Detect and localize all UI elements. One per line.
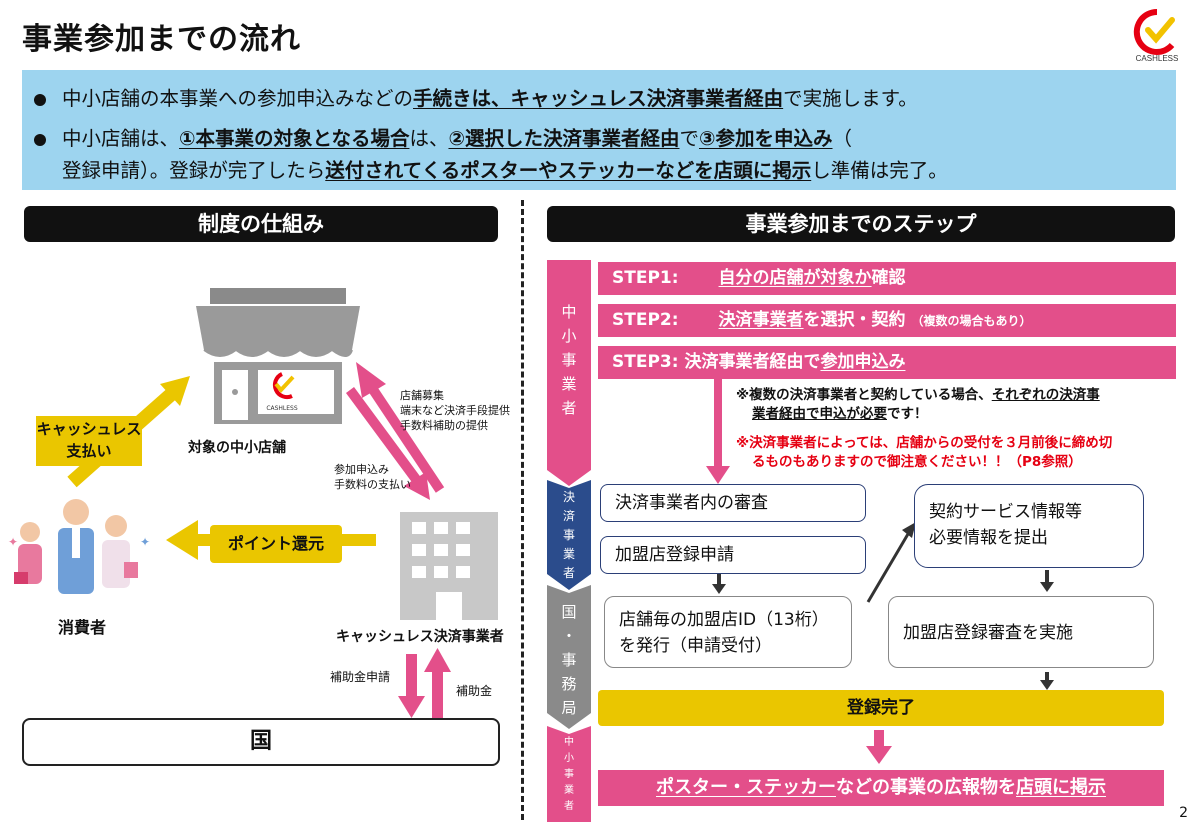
lane-office-shape [547, 585, 591, 729]
step2-emph: 決済事業者 [718, 310, 804, 330]
intro-text: し準備は完了。 [811, 159, 948, 182]
consumer-label: 消費者 [58, 618, 107, 637]
country-box: 国 [22, 718, 500, 766]
store-apply-box: 加盟店登録申請 [600, 536, 866, 574]
step2-label: STEP2: [612, 310, 679, 330]
exam-down-arrow-icon [1040, 672, 1054, 690]
cashless-pay-label: キャッシュレス 支払い [36, 416, 142, 466]
mechanism-diagram: CASHLESS ✦ ✦ [8, 288, 498, 718]
lane-sme2-label: 中 小 事 業 者 [564, 737, 574, 812]
final-bar: ポスター・ステッカーなどの事業の広報物を店頭に掲示 [598, 770, 1164, 806]
intro-emph: ①本事業の対象となる場合 [179, 127, 410, 150]
step2-rest: を選択・契約 [803, 310, 906, 330]
recruit-arrow-icon [356, 362, 445, 493]
exam-box: 加盟店登録審査を実施 [888, 596, 1154, 668]
intro-emph: 手続きは、キャッシュレス決済事業者経由 [413, 87, 784, 110]
apply-text: 参加申込み 手数料の支払い [334, 463, 411, 491]
right-section-header: 事業参加までのステップ [547, 206, 1175, 242]
subsidy-arrow-icon [424, 648, 451, 718]
subsidy-request-arrow-icon [398, 654, 425, 718]
review-box: 決済事業者内の審査 [600, 484, 866, 522]
intro-line-2: 中小店舗は、①本事業の対象となる場合は、②選択した決済事業者経由で③参加を申込み… [62, 124, 852, 154]
intro-text: 中小店舗の本事業への参加申込みなどの [62, 87, 414, 110]
note1-end: です！ [887, 406, 928, 422]
point-return-label: ポイント還元 [210, 525, 342, 563]
shop-icon [196, 288, 360, 424]
lane-provider-label: 決 済 事 業 者 [562, 490, 575, 580]
final-emph1: ポスター・ステッカー [656, 777, 836, 798]
intro-text: 中小店舗は、 [62, 127, 180, 150]
lane-provider-shape [547, 480, 591, 590]
step1-emph: 自分の店舗が対象か [718, 268, 872, 288]
final-emph2: 店頭に掲示 [1016, 777, 1106, 798]
apply-down-arrow-icon [712, 573, 726, 594]
lane-sme2-shape [547, 726, 591, 822]
intro-line-3: 登録申請）。登録が完了したら送付されてくるポスターやステッカーなどを店頭に掲示し… [62, 156, 948, 186]
note1-emph: それぞれの決済事 [991, 387, 1100, 403]
note1-emph2: 業者経由で申込が必要 [752, 406, 887, 422]
lane-office-label: 国 ・ 事 務 局 [561, 603, 577, 717]
contract-info-box: 契約サービス情報等 必要情報を提出 [914, 484, 1144, 568]
lane-sme-label: 中 小 事 業 者 [561, 303, 577, 417]
recruit-text: 店舗募集 端末など決済手段提供 手数料補助の提供 [400, 389, 510, 432]
step3-bar: STEP3: 決済事業者経由で参加申込み [598, 346, 1176, 379]
step3-emph: 参加申込み [820, 352, 906, 372]
cashless-logo-icon: CASHLESS [1133, 8, 1179, 63]
intro-emph: ②選択した決済事業者経由 [448, 127, 680, 150]
step1-rest: 確認 [871, 268, 906, 288]
step2-bar: STEP2: 決済事業者を選択・契約 （複数の場合もあり） [598, 304, 1176, 337]
flow-arrows [706, 378, 1054, 764]
final-mid: などの事業の広報物を [836, 777, 1016, 798]
intro-emph: 送付されてくるポスターやステッカーなどを店頭に掲示 [325, 159, 812, 182]
section-divider [521, 200, 524, 820]
lane-sme-shape [547, 260, 591, 486]
shop-cashless-logo-icon: CASHLESS [266, 372, 298, 412]
step1-label: STEP1: [612, 268, 679, 288]
logo-text: CASHLESS [1136, 54, 1179, 63]
svg-text:✦: ✦ [8, 535, 18, 549]
intro-text: で [679, 127, 699, 150]
shop-logo-text: CASHLESS [266, 405, 298, 412]
svg-text:✦: ✦ [140, 535, 150, 549]
complete-bar: 登録完了 [598, 690, 1164, 726]
provider-label: キャッシュレス決済事業者 [336, 629, 504, 645]
contract-down-arrow-icon [1040, 570, 1054, 592]
subsidy-request-text: 補助金申請 [330, 670, 391, 684]
apply-arrow-icon [345, 387, 430, 500]
step3-down-arrow-icon [706, 378, 730, 484]
subsidy-text: 補助金 [456, 684, 493, 698]
building-icon [400, 512, 498, 620]
shop-label: 対象の中小店舗 [188, 440, 286, 456]
intro-text: で実施します。 [783, 87, 918, 110]
step3-label: STEP3: 決済事業者経由で [612, 352, 821, 372]
page-number: 2 [1179, 805, 1188, 821]
complete-down-arrow-icon [866, 730, 892, 764]
consumer-family-icon: ✦ ✦ [8, 499, 150, 594]
note1-text: ※複数の決済事業者と契約している場合、 [736, 387, 992, 403]
intro-box: 中小店舗の本事業への参加申込みなどの手続きは、キャッシュレス決済事業者経由で実施… [22, 70, 1176, 190]
left-section-header: 制度の仕組み [24, 206, 498, 242]
note-multiple-providers: ※複数の決済事業者と契約している場合、それぞれの決済事 業者経由で申込が必要です… [736, 386, 1166, 424]
intro-text: は、 [409, 127, 449, 150]
step1-bar: STEP1: 自分の店舗が対象か確認 [598, 262, 1176, 295]
issue-to-contract-arrow-icon [866, 522, 916, 603]
step2-small: （複数の場合もあり） [911, 314, 1032, 328]
cashless-logo: CASHLESS [1132, 8, 1182, 64]
intro-text: 登録申請）。登録が完了したら [62, 159, 326, 182]
intro-line-1: 中小店舗の本事業への参加申込みなどの手続きは、キャッシュレス決済事業者経由で実施… [62, 84, 918, 114]
note2-line1: ※決済事業者によっては、店舗からの受付を３月前後に締め切 [736, 435, 1113, 451]
intro-text: （ [832, 127, 853, 150]
bullet-1 [34, 94, 46, 106]
page-title: 事業参加までの流れ [22, 22, 301, 57]
bullet-2 [34, 134, 46, 146]
note-deadline: ※決済事業者によっては、店舗からの受付を３月前後に締め切 るものもありますので御… [736, 434, 1176, 472]
note2-line2: るものもありますので御注意ください！！（P8参照） [752, 454, 1082, 470]
issue-id-box: 店舗毎の加盟店ID（13桁） を発行（申請受付） [604, 596, 852, 668]
intro-emph: ③参加を申込み [699, 127, 833, 150]
